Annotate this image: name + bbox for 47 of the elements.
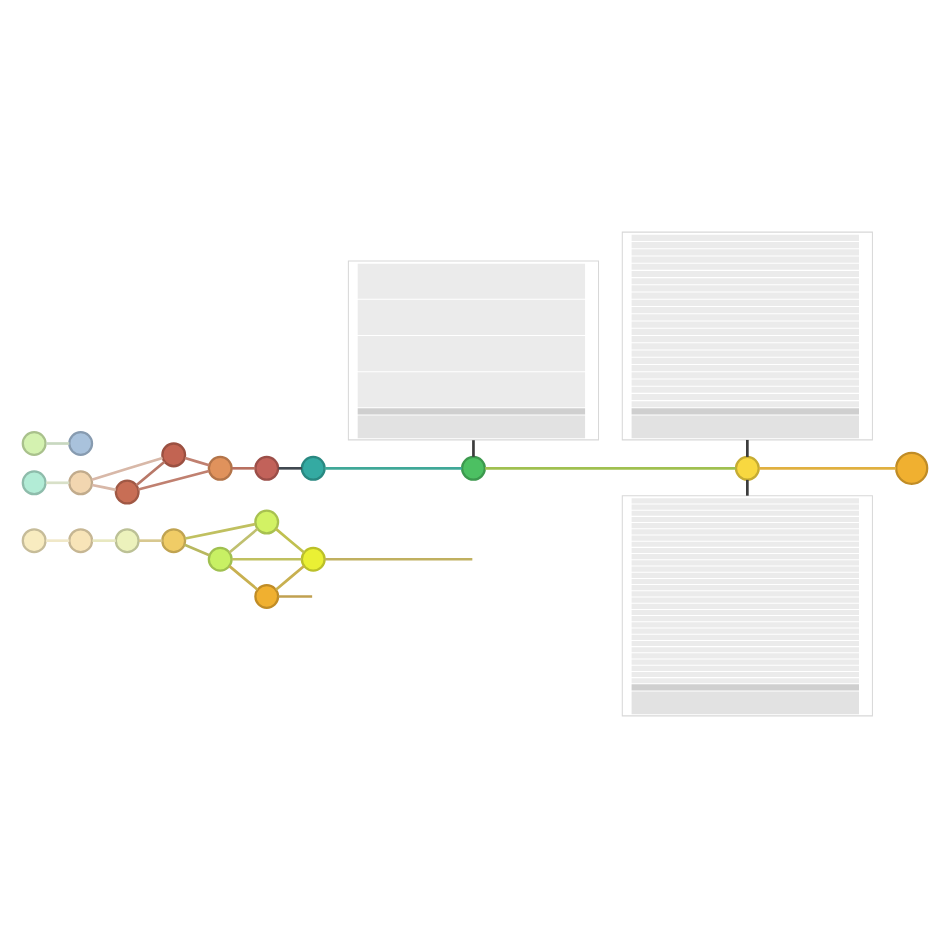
node-circle: [20, 470, 46, 496]
connector: [277, 595, 312, 598]
connector: [183, 456, 209, 467]
connector: [231, 466, 255, 470]
connector: [91, 539, 115, 542]
connector: [136, 469, 209, 491]
node-circle: [253, 509, 279, 535]
connector: [323, 557, 472, 561]
connector: [134, 460, 165, 487]
connector: [227, 527, 258, 554]
node-circle: [459, 455, 485, 481]
connector: [745, 439, 748, 457]
node-circle: [253, 583, 279, 609]
connector: [138, 539, 162, 542]
node-circle: [253, 455, 279, 481]
node-circle: [20, 528, 46, 554]
connector: [484, 466, 735, 470]
node-circle: [733, 455, 759, 481]
connector: [44, 481, 69, 485]
node-circle: [206, 546, 232, 572]
connector: [183, 522, 255, 540]
connector: [227, 565, 258, 591]
connector: [90, 483, 116, 492]
connector: [274, 565, 304, 591]
node-circle: [206, 455, 232, 481]
node-circle: [160, 528, 186, 554]
connector: [745, 479, 748, 496]
node-circle: [67, 470, 93, 496]
node-circle: [113, 479, 139, 505]
connector: [44, 442, 69, 445]
connector: [758, 466, 896, 470]
node-circle: [299, 455, 325, 481]
node-circle: [20, 431, 46, 456]
node-circle: [113, 528, 139, 554]
node-circle: [160, 442, 186, 468]
connector: [323, 466, 461, 470]
connector: [277, 466, 301, 470]
connector: [274, 527, 304, 554]
node-circle: [67, 528, 93, 554]
connector: [471, 440, 474, 457]
connector: [90, 456, 162, 481]
node-circle: [894, 451, 928, 485]
connector: [44, 539, 69, 542]
connector: [230, 557, 301, 561]
node-circle: [67, 431, 93, 456]
connector: [183, 543, 209, 557]
node-circle: [299, 546, 325, 572]
